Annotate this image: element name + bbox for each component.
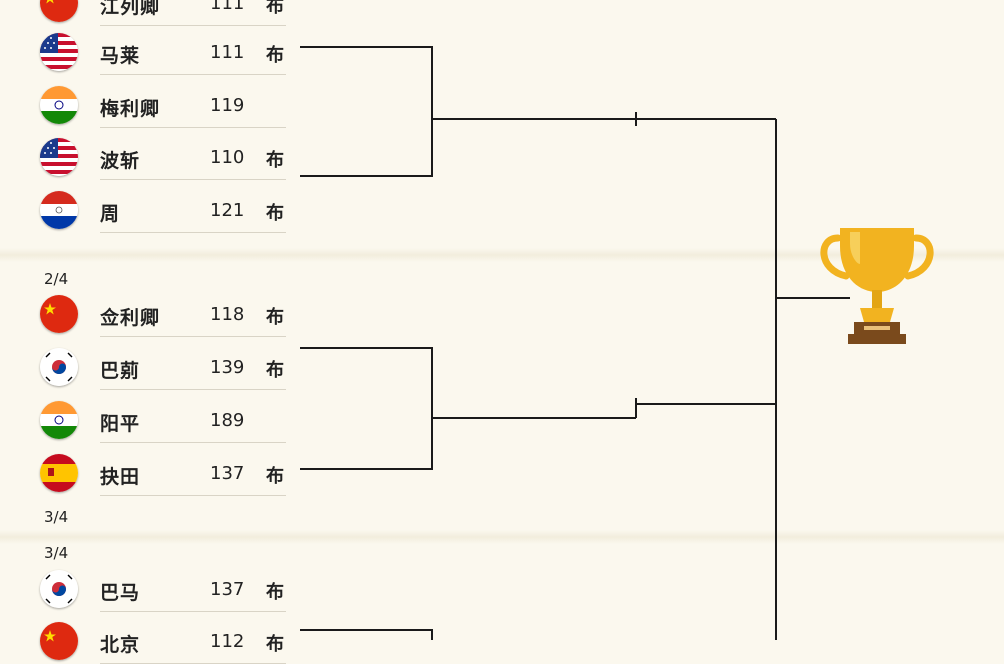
player-name: 巴马 bbox=[100, 582, 141, 604]
player-row[interactable]: 巴马 137 布 bbox=[38, 568, 286, 612]
in-flag-icon bbox=[40, 401, 78, 439]
in-flag-icon bbox=[40, 86, 78, 124]
player-row[interactable]: 马莱 111 布 bbox=[38, 31, 286, 75]
section-divider bbox=[0, 248, 1004, 262]
row-underline bbox=[100, 336, 286, 337]
player-score: 189 bbox=[210, 410, 245, 431]
player-row[interactable]: 江列卿 111 布 bbox=[38, 0, 286, 26]
player-name: 周 bbox=[100, 203, 121, 225]
player-mark: 布 bbox=[266, 203, 284, 224]
player-name: 江列卿 bbox=[100, 0, 161, 18]
row-underline bbox=[100, 127, 286, 128]
row-underline bbox=[100, 232, 286, 233]
player-name: 抉田 bbox=[100, 466, 141, 488]
bracket-lines bbox=[300, 46, 850, 640]
player-name: 马莱 bbox=[100, 45, 141, 67]
player-mark: 布 bbox=[266, 360, 284, 381]
player-name: 梅利卿 bbox=[100, 98, 161, 120]
player-mark: 布 bbox=[266, 45, 284, 66]
player-name: 佥利卿 bbox=[100, 307, 161, 329]
player-score: 119 bbox=[210, 95, 245, 116]
player-row[interactable]: 波斩 110 布 bbox=[38, 136, 286, 180]
row-underline bbox=[100, 442, 286, 443]
kr-flag-icon bbox=[40, 348, 78, 386]
cn-flag-icon bbox=[40, 0, 78, 22]
player-row[interactable]: 阳平 189 bbox=[38, 399, 286, 443]
player-score: 137 bbox=[210, 579, 245, 600]
section-divider bbox=[0, 530, 1004, 544]
player-mark: 布 bbox=[266, 582, 284, 603]
player-name: 阳平 bbox=[100, 413, 141, 435]
player-name: 波斩 bbox=[100, 150, 141, 172]
player-mark: 布 bbox=[266, 0, 284, 17]
player-score: 111 bbox=[210, 42, 245, 63]
row-underline bbox=[100, 179, 286, 180]
player-row[interactable]: 巴莂 139 布 bbox=[38, 346, 286, 390]
player-score: 139 bbox=[210, 357, 245, 378]
player-name: 巴莂 bbox=[100, 360, 141, 382]
row-underline bbox=[100, 389, 286, 390]
bracket-match-line bbox=[300, 46, 433, 177]
bracket-match-line bbox=[300, 347, 433, 470]
player-score: 118 bbox=[210, 304, 245, 325]
row-underline bbox=[100, 74, 286, 75]
round-label: 2/4 bbox=[44, 270, 69, 288]
trophy-icon bbox=[820, 228, 934, 344]
us-flag-icon bbox=[40, 138, 78, 176]
player-score: 121 bbox=[210, 200, 245, 221]
player-row[interactable]: 佥利卿 118 布 bbox=[38, 293, 286, 337]
player-score: 137 bbox=[210, 463, 245, 484]
es-flag-icon bbox=[40, 454, 78, 492]
player-row[interactable]: 周 121 布 bbox=[38, 189, 286, 233]
bracket-match-line bbox=[300, 629, 433, 640]
player-row[interactable]: 抉田 137 布 bbox=[38, 452, 286, 496]
round-label: 3/4 bbox=[44, 508, 69, 526]
row-underline bbox=[100, 495, 286, 496]
player-score: 110 bbox=[210, 147, 245, 168]
cn-flag-icon bbox=[40, 295, 78, 333]
player-score: 111 bbox=[210, 0, 245, 14]
row-underline bbox=[100, 25, 286, 26]
player-mark: 布 bbox=[266, 150, 284, 171]
round-label: 3/4 bbox=[44, 544, 69, 562]
row-underline bbox=[100, 611, 286, 612]
player-mark: 布 bbox=[266, 466, 284, 487]
py-flag-icon bbox=[40, 191, 78, 229]
kr-flag-icon bbox=[40, 570, 78, 608]
player-row[interactable]: 梅利卿 119 bbox=[38, 84, 286, 128]
player-mark: 布 bbox=[266, 307, 284, 328]
